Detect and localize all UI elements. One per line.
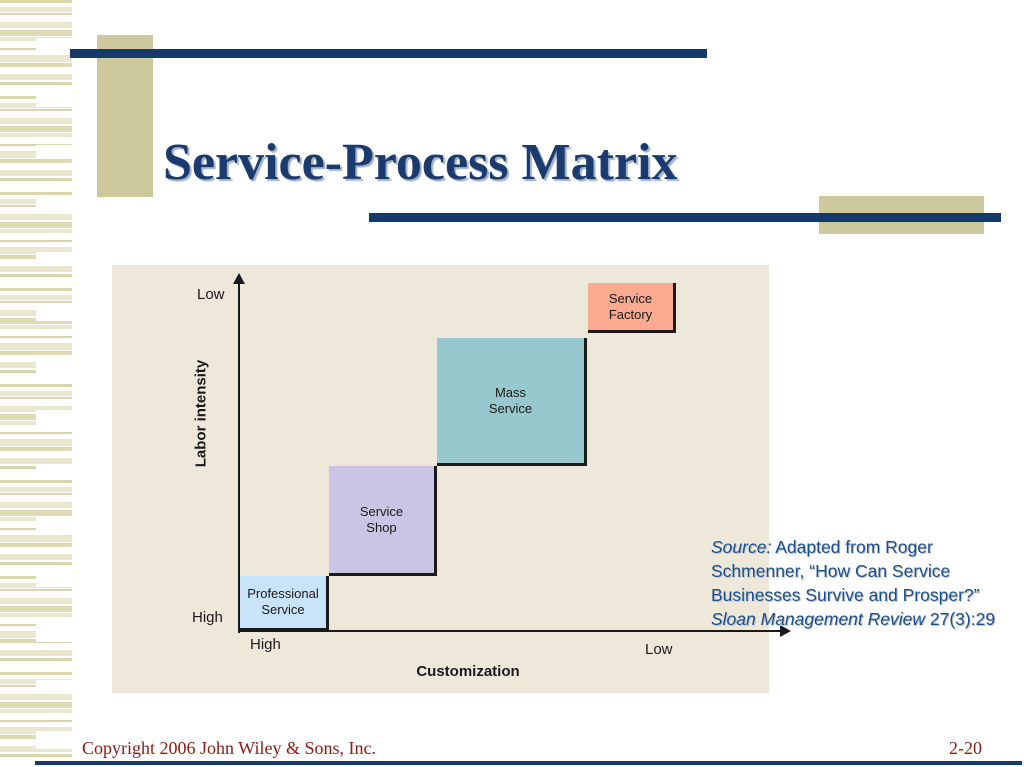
source-citation: Source: Adapted from Roger Schmenner, “H…	[711, 537, 996, 629]
x-axis-label: Customization	[416, 663, 520, 680]
left-stripe-mask	[36, 0, 72, 767]
service-process-matrix-diagram: Low High High Low Labor intensity Custom…	[112, 265, 791, 693]
y-axis-label: Labor intensity	[192, 359, 210, 468]
x-axis-arrow-icon	[780, 625, 791, 637]
page-title: Service-Process Matrix	[163, 133, 678, 191]
footer-page-number: 2-20	[949, 738, 982, 758]
title-tan-block	[97, 35, 153, 197]
title-top-rule	[70, 49, 707, 58]
footer-copyright: Copyright 2006 John Wiley & Sons, Inc.	[82, 738, 376, 758]
x-axis-tick-low: Low	[645, 641, 673, 658]
x-axis-tick-high: High	[250, 636, 281, 653]
x-axis-line	[238, 630, 788, 632]
y-axis-tick-high: High	[192, 609, 223, 626]
title-bottom-rule	[369, 213, 1001, 222]
y-axis-tick-low: Low	[197, 286, 225, 303]
y-axis-line	[238, 281, 240, 633]
y-axis-arrow-icon	[233, 273, 245, 284]
footer-rule	[35, 761, 1022, 765]
